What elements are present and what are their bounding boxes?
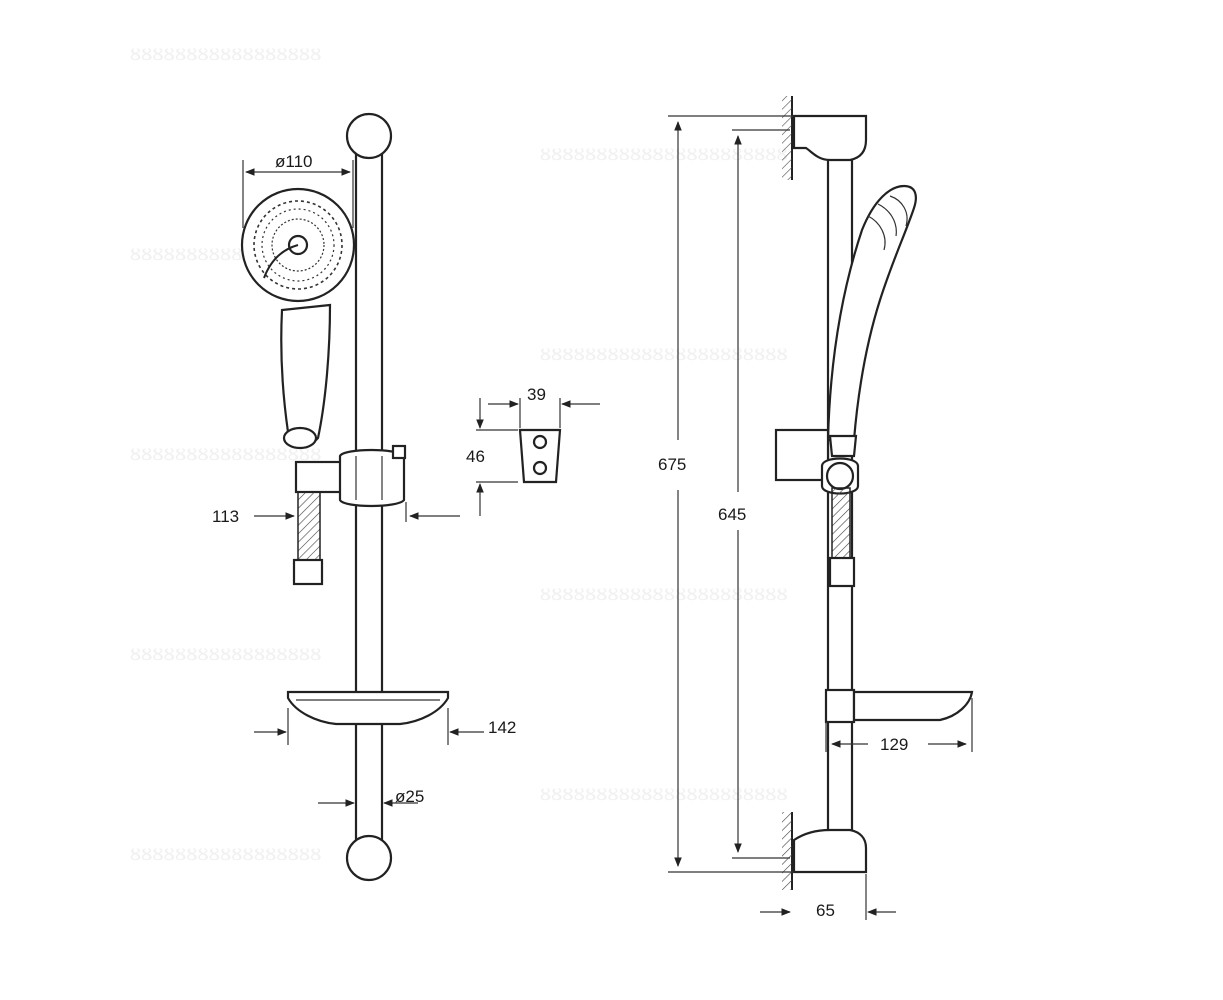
dim-head-diameter-label: ø110 (275, 152, 313, 171)
slider-holder (294, 444, 407, 508)
dim-bracket-width-label: 39 (527, 385, 546, 404)
front-view: ø110 113 142 ø25 (212, 112, 516, 882)
svg-text:ᴕᴕᴕᴕᴕᴕᴕᴕᴕᴕᴕᴕᴕᴕᴕᴕᴕ: ᴕᴕᴕᴕᴕᴕᴕᴕᴕᴕᴕᴕᴕᴕᴕᴕᴕ (130, 41, 322, 66)
dim-hose-offset: 113 (212, 502, 460, 526)
svg-text:ᴕᴕᴕᴕᴕᴕᴕᴕᴕᴕᴕᴕᴕᴕᴕᴕᴕᴕᴕᴕᴕᴕ: ᴕᴕᴕᴕᴕᴕᴕᴕᴕᴕᴕᴕᴕᴕᴕᴕᴕᴕᴕᴕᴕᴕ (540, 141, 788, 166)
dim-total-height-label: 675 (658, 455, 686, 474)
dim-wall-distance-label: 65 (816, 901, 835, 920)
side-hand-shower (826, 184, 917, 458)
side-slider (774, 428, 860, 495)
wall-hatch-bottom (782, 812, 793, 890)
svg-text:ᴕᴕᴕᴕᴕᴕᴕᴕᴕᴕᴕᴕᴕᴕᴕᴕᴕ: ᴕᴕᴕᴕᴕᴕᴕᴕᴕᴕᴕᴕᴕᴕᴕᴕᴕ (130, 641, 322, 666)
dim-rail-diameter: ø25 (318, 787, 424, 807)
side-view: 675 645 129 65 (658, 96, 974, 920)
dim-head-diameter: ø110 (242, 152, 354, 228)
dim-soap-dish-depth-label: 129 (880, 735, 908, 754)
dim-soap-dish-width: 142 (254, 708, 516, 745)
background-texture: ᴕᴕᴕᴕᴕᴕᴕᴕᴕᴕᴕᴕᴕᴕᴕᴕᴕ ᴕᴕᴕᴕᴕᴕᴕᴕᴕᴕᴕᴕᴕᴕᴕᴕᴕ ᴕᴕᴕᴕ… (130, 41, 788, 866)
dim-bracket-spacing-label: 645 (718, 505, 746, 524)
side-top-bracket (792, 114, 868, 162)
dim-wall-distance: 65 (760, 874, 896, 920)
dim-soap-dish-depth: 129 (825, 698, 973, 754)
rail-bottom-cap (345, 834, 393, 882)
svg-text:ᴕᴕᴕᴕᴕᴕᴕᴕᴕᴕᴕᴕᴕᴕᴕᴕᴕ: ᴕᴕᴕᴕᴕᴕᴕᴕᴕᴕᴕᴕᴕᴕᴕᴕᴕ (130, 841, 322, 866)
svg-text:ᴕᴕᴕᴕᴕᴕᴕᴕᴕᴕᴕᴕᴕᴕᴕᴕᴕᴕᴕᴕᴕᴕ: ᴕᴕᴕᴕᴕᴕᴕᴕᴕᴕᴕᴕᴕᴕᴕᴕᴕᴕᴕᴕᴕᴕ (540, 341, 788, 366)
dim-bracket-spacing: 645 (718, 129, 790, 859)
wall-hatch-top (782, 96, 793, 180)
dim-bracket-height-label: 46 (466, 447, 485, 466)
dim-total-height: 675 (658, 115, 794, 873)
rail-top-cap (345, 112, 393, 160)
dim-rail-diameter-label: ø25 (395, 787, 424, 806)
shower-hose (292, 491, 324, 586)
spray-face (253, 200, 343, 290)
svg-text:ᴕᴕᴕᴕᴕᴕᴕᴕᴕᴕᴕᴕᴕᴕᴕᴕᴕᴕᴕᴕᴕᴕ: ᴕᴕᴕᴕᴕᴕᴕᴕᴕᴕᴕᴕᴕᴕᴕᴕᴕᴕᴕᴕᴕᴕ (540, 781, 788, 806)
side-bottom-bracket (792, 828, 868, 874)
dim-hose-offset-label: 113 (212, 507, 239, 526)
side-soap-dish (824, 688, 974, 724)
side-hose (828, 487, 856, 588)
svg-text:ᴕᴕᴕᴕᴕᴕᴕᴕᴕᴕᴕᴕᴕᴕᴕᴕᴕᴕᴕᴕᴕᴕ: ᴕᴕᴕᴕᴕᴕᴕᴕᴕᴕᴕᴕᴕᴕᴕᴕᴕᴕᴕᴕᴕᴕ (540, 581, 788, 606)
hand-shower (240, 187, 356, 450)
soap-dish (286, 690, 450, 726)
bracket-detail: 39 46 (466, 385, 600, 516)
dim-soap-dish-width-label: 142 (488, 718, 516, 737)
